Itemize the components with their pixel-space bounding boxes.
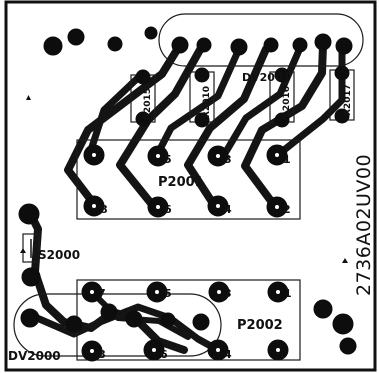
s2000-pad: [18, 203, 40, 225]
dv2001-pad: [292, 37, 308, 53]
board-edge: [4, 0, 377, 372]
pad-holes: [90, 153, 280, 353]
pad-hole: [90, 290, 94, 294]
pad-hole: [216, 154, 220, 158]
r2017-pad: [334, 108, 350, 124]
trace-r2016-left: [184, 45, 270, 209]
r2016-pad: [274, 112, 290, 128]
trace-dv2000-to-p2002: [33, 303, 222, 354]
p2002-pin-4-label: 4: [224, 348, 232, 361]
trace-r2015: [86, 70, 146, 157]
r2016-pad: [274, 67, 290, 83]
dv2000-pad: [20, 308, 40, 328]
dv2000-pad: [160, 312, 176, 328]
mount-pad: [67, 28, 85, 46]
dv2001-outline: [158, 13, 364, 67]
board-code-label: 2736A02UV00: [353, 154, 375, 296]
silkscreen-labels: DV2001 P2001 S2000 P2002 DV2000 2736A02U…: [8, 71, 375, 363]
pad-hole: [92, 153, 96, 157]
pad-hole: [152, 348, 156, 352]
dv2000-pad: [65, 315, 83, 333]
orientation-marker: [342, 258, 348, 263]
p2002-pin-8-label: 8: [98, 348, 106, 361]
p2002-pin-6-label: 6: [160, 348, 168, 361]
mount-pad: [332, 313, 354, 335]
dv2001-pad: [196, 37, 212, 53]
mount-pad: [144, 26, 158, 40]
p2001-outline: [76, 139, 301, 220]
p2001-pin-8-label: 8: [100, 203, 108, 216]
pad-hole: [216, 204, 220, 208]
dv2000-pad: [192, 313, 210, 331]
dv2001-pad: [263, 37, 279, 53]
trace-r2016-right: [220, 44, 304, 159]
p2001-pin-3-label: 3: [224, 153, 232, 166]
pad-hole: [275, 153, 279, 157]
s2000-label: S2000: [38, 248, 80, 262]
dv2001-pad: [171, 36, 189, 54]
pad-hole: [156, 154, 160, 158]
mount-pad: [313, 299, 333, 319]
r2010-pad: [194, 112, 210, 128]
r2010-label: R2010: [202, 86, 212, 118]
dv2001-pad: [230, 38, 248, 56]
orientation-marker: [20, 248, 26, 253]
dv2000-label: DV2000: [8, 349, 61, 363]
r2016-label: R2016: [282, 86, 292, 118]
dv2000-outline: [13, 293, 222, 357]
r2017-label: R2017: [343, 84, 353, 116]
dv2000-pad: [100, 303, 118, 321]
dv2000-pad: [125, 310, 143, 328]
pad-hole: [276, 290, 280, 294]
pad-hole: [276, 348, 280, 352]
p2002-pin-3-label: 3: [224, 287, 232, 300]
p2001-pin-6-label: 6: [164, 203, 172, 216]
trace-r2010-right: [153, 45, 243, 159]
p2001-pin-1-label: 1: [283, 153, 291, 166]
p2001-label: P2001: [158, 175, 204, 190]
r2015-pad: [135, 111, 151, 127]
dv2001-pad: [314, 33, 332, 51]
p2001-pin-5-label: 5: [164, 153, 172, 166]
dv2001-pad: [335, 37, 353, 55]
mount-pad: [339, 337, 357, 355]
p2002-label: P2002: [237, 318, 283, 333]
pad-hole: [216, 348, 220, 352]
pad-hole: [275, 205, 279, 209]
r2010-pad: [194, 67, 210, 83]
orientation-markers: [20, 95, 348, 263]
r2015-pad: [135, 69, 151, 85]
p2001-pin-2-label: 2: [283, 203, 291, 216]
pad-hole: [156, 205, 160, 209]
mount-pad: [43, 36, 63, 56]
pad-hole: [155, 290, 159, 294]
s2000-pad: [21, 267, 41, 287]
dv2001-label: DV2001: [242, 71, 290, 84]
r2015-label: R2015: [143, 88, 153, 120]
p2002-pin-5-label: 5: [164, 287, 172, 300]
pad-hole: [90, 349, 94, 353]
r2017-pad: [334, 65, 350, 81]
pad-hole: [92, 204, 96, 208]
p2001-pin-4-label: 4: [224, 203, 232, 216]
p2002-pin-7-label: 7: [98, 287, 106, 300]
orientation-marker: [26, 95, 31, 100]
pad-hole: [217, 290, 221, 294]
mount-pad: [107, 36, 123, 52]
p2002-pin-1-label: 1: [284, 287, 292, 300]
